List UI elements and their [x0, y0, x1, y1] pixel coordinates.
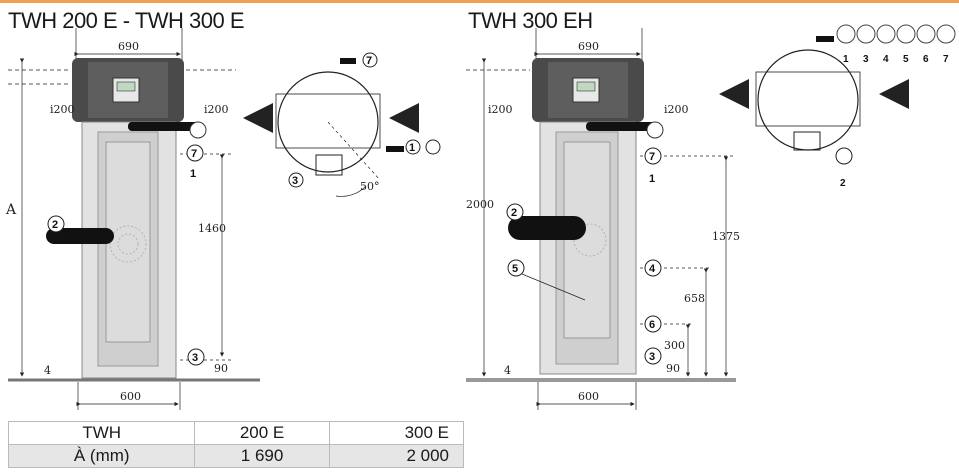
dim-690-left-label: 690 [118, 40, 139, 53]
dim-i200-right-r: i200 [664, 103, 689, 116]
topview-label-5: 5 [903, 54, 909, 65]
topview-label-7: 7 [943, 54, 949, 65]
title-left: TWH 200 E - TWH 300 E [8, 8, 245, 33]
top-accent-rule [0, 0, 959, 3]
topview-marker-2: 3 [292, 175, 298, 187]
marker-2-right: 2 [511, 207, 517, 219]
marker-1-left: 1 [190, 168, 196, 180]
marker-2-left: 2 [52, 219, 58, 231]
technical-drawing: 690 i200 i200 A 1460 90 4 6 [5, 24, 956, 410]
title-right: TWH 300 EH [468, 8, 593, 33]
topview-label-6: 6 [923, 54, 929, 65]
dim-A-label: A [5, 202, 17, 218]
dim-i200-left: i200 [50, 103, 75, 116]
topview-marker-7: 7 [366, 55, 372, 67]
dim-658-label: 658 [684, 292, 705, 305]
left-unit: 690 i200 i200 A 1460 90 4 6 [5, 28, 260, 410]
table-header-row: TWH 200 E 300 E [7, 421, 465, 445]
table-cell-200e: 1 690 [194, 444, 330, 468]
table-cell-300e: 2 000 [328, 444, 465, 468]
table-cell-label: À (mm) [7, 444, 196, 468]
duct-2-left [46, 228, 114, 244]
foot-4-left: 4 [44, 364, 51, 377]
marker-3-right: 3 [649, 351, 655, 363]
table-row: À (mm) 1 690 2 000 [7, 444, 465, 468]
dim-600-left-label: 600 [120, 390, 141, 403]
topview-label-2: 2 [840, 178, 846, 189]
topview-label-4: 4 [883, 54, 889, 65]
right-top-view: 1 3 4 5 6 7 2 [719, 24, 956, 189]
dim-i200-left-r: i200 [488, 103, 513, 116]
dim-690-right-label: 690 [578, 40, 599, 53]
dim-1375-label: 1375 [712, 230, 740, 243]
dim-300-label: 300 [664, 339, 685, 352]
topview-marker-1: 1 [409, 142, 415, 154]
table-header-200e: 200 E [194, 421, 330, 445]
marker-7-right: 7 [649, 151, 655, 163]
marker-1-right: 1 [649, 173, 655, 185]
dim-2000-label: 2000 [466, 198, 494, 211]
dimensions-table: TWH 200 E 300 E À (mm) 1 690 2 000 [7, 421, 465, 468]
topview-label-1: 1 [843, 54, 849, 65]
dim-600-right-label: 600 [578, 390, 599, 403]
dim-90-left: 90 [214, 362, 228, 375]
table-header-model: TWH [7, 421, 196, 445]
duct-2-right [508, 216, 586, 240]
dim-i200-right: i200 [204, 103, 229, 116]
topview-label-3: 3 [863, 54, 869, 65]
marker-6-right: 6 [649, 319, 655, 331]
foot-4-right: 4 [504, 364, 511, 377]
right-unit: 690 i200 i200 2000 1375 658 300 90 4 60 [466, 28, 740, 410]
angle-label: 50° [360, 180, 380, 193]
left-top-view: 7 3 1 50° [243, 52, 441, 197]
dim-1460-label: 1460 [198, 222, 226, 235]
marker-5-right: 5 [512, 263, 518, 275]
table-header-300e: 300 E [328, 421, 465, 445]
marker-7-left: 7 [191, 148, 197, 160]
dim-90-right: 90 [666, 362, 680, 375]
marker-3-left: 3 [192, 352, 198, 364]
marker-4-right: 4 [649, 263, 656, 275]
